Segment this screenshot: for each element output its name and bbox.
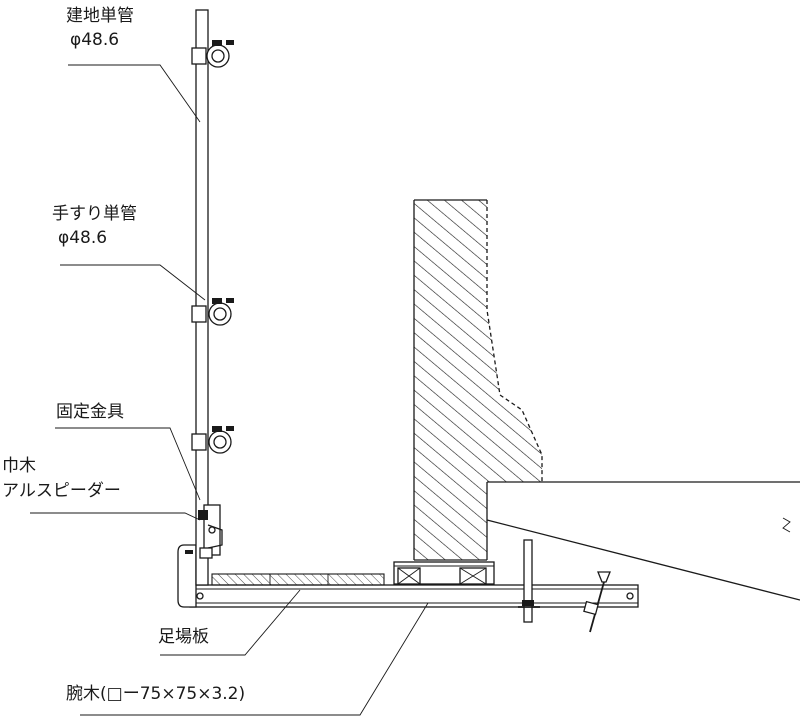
break-mark [782,517,791,533]
arm-beam-label: 腕木(□ー75×75×3.2) [66,684,246,704]
jack-bolt [583,571,611,633]
toe-board-label: 巾木 [2,456,36,476]
post-pipe-diameter-label: φ48.6 [70,30,120,50]
support-blocks [393,561,495,585]
handrail-pipe-label: 手すり単管 [52,204,137,224]
fixing-bracket-label: 固定金具 [56,402,124,422]
anchor-bolt [518,539,540,623]
clamp-lower [191,426,234,454]
fixing-bracket-part [198,504,223,559]
arm-beam [189,584,639,608]
scaffold-boards [211,573,385,586]
clamp-middle [191,298,234,326]
leader-lines [30,64,429,716]
beam-end-bracket [177,544,197,608]
floor-slab [486,481,800,601]
post-pipe-label: 建地単管 [66,6,134,26]
toe-board-product-label: アルスピーダー [2,481,121,501]
clamp-top [191,40,234,68]
handrail-pipe-diameter-label: φ48.6 [58,228,108,248]
scaffold-board-label: 足場板 [158,627,209,647]
concrete-parapet [413,199,543,561]
